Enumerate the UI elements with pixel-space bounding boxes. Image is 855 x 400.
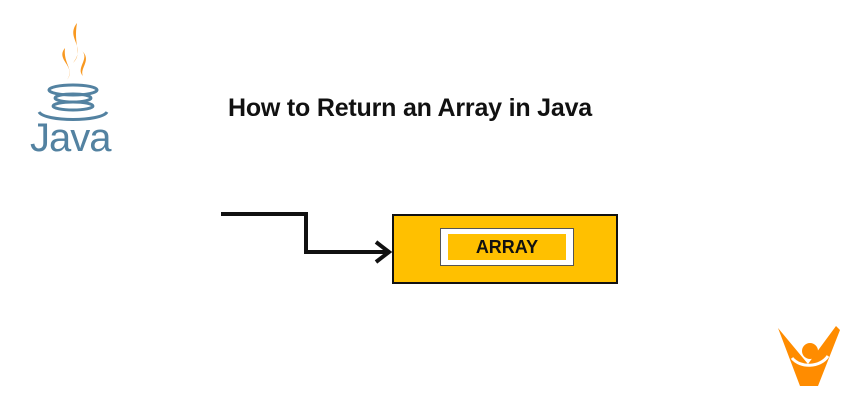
- array-label: ARRAY: [448, 234, 566, 260]
- java-cup-icon: [37, 23, 109, 121]
- array-outer-box: ARRAY: [392, 214, 618, 284]
- java-logo: Java: [25, 18, 125, 168]
- java-wordmark: Java: [30, 116, 111, 160]
- page-title: How to Return an Array in Java: [228, 94, 592, 122]
- arrowhead-icon: [374, 240, 393, 264]
- person-v-icon: [778, 326, 840, 386]
- array-inner-frame: ARRAY: [440, 228, 574, 266]
